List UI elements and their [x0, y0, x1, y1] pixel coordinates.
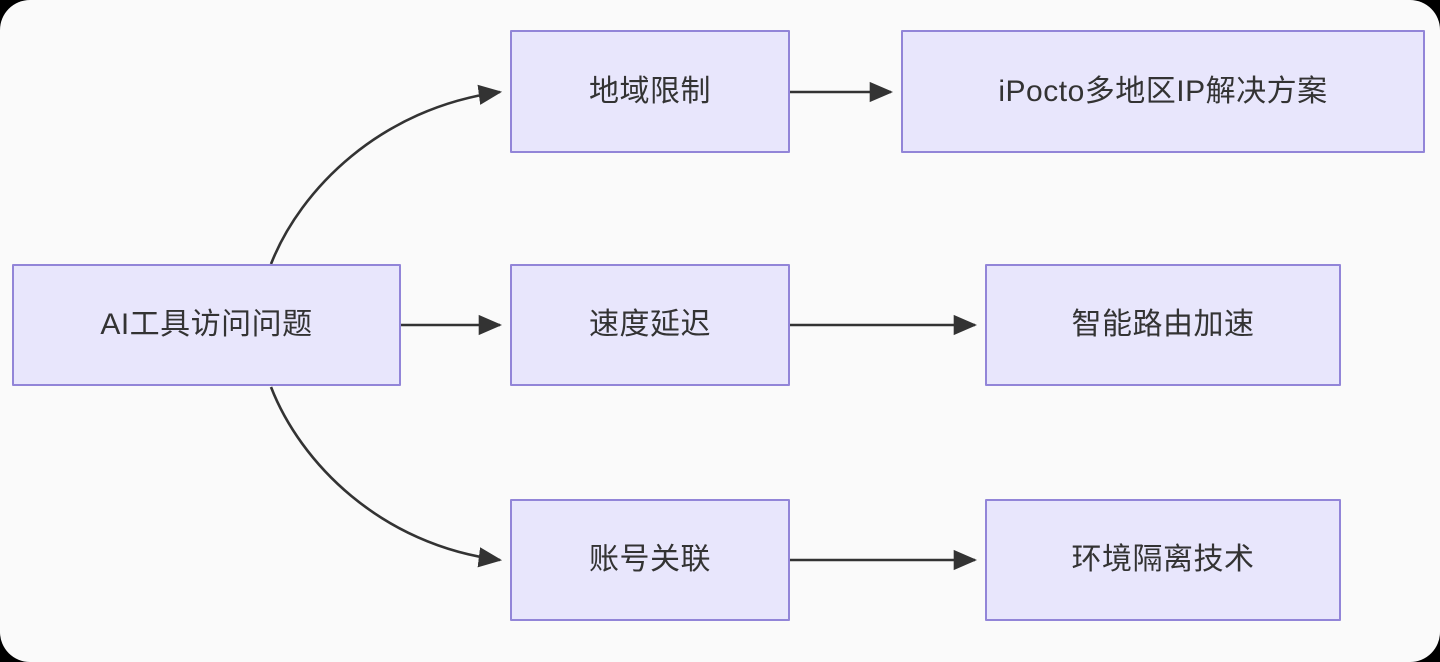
node-account-association[interactable]: 账号关联: [510, 499, 790, 621]
node-environment-isolation-tech[interactable]: 环境隔离技术: [985, 499, 1341, 621]
node-smart-routing-acceleration[interactable]: 智能路由加速: [985, 264, 1341, 386]
node-label: 智能路由加速: [1071, 308, 1255, 341]
node-speed-latency[interactable]: 速度延迟: [510, 264, 790, 386]
edge-root-to-account: [269, 386, 503, 568]
node-label: 账号关联: [589, 543, 711, 576]
edge-root-to-region: [269, 84, 503, 265]
node-label: 环境隔离技术: [1071, 543, 1255, 576]
node-region-restriction[interactable]: 地域限制: [510, 30, 790, 153]
node-label: AI工具访问问题: [100, 308, 313, 341]
node-ipocto-multi-region-ip-solution[interactable]: iPocto多地区IP解决方案: [901, 30, 1425, 153]
node-label: iPocto多地区IP解决方案: [998, 74, 1328, 108]
node-label: 速度延迟: [589, 308, 711, 341]
node-label: 地域限制: [589, 74, 711, 108]
node-ai-tool-access-problem[interactable]: AI工具访问问题: [12, 264, 401, 386]
